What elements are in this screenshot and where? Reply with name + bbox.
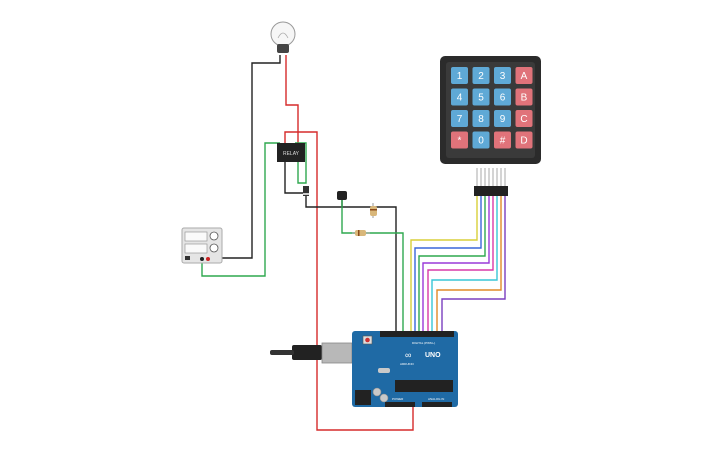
wire-keypad-5 [427, 195, 494, 336]
bulb-glass [270, 21, 296, 47]
wire-keypad-8 [441, 195, 506, 336]
relay-body [277, 143, 305, 162]
keypad-key-label: A [521, 71, 528, 82]
arduino-logo-symbol: ∞ [405, 350, 411, 360]
capacitor-1 [372, 387, 382, 397]
keypad-key-9[interactable] [494, 110, 511, 127]
keypad-key-5[interactable] [472, 88, 490, 106]
keypad-key-label: 3 [500, 71, 506, 82]
keypad-key-label: 2 [478, 71, 484, 82]
keypad-key-label: B [521, 93, 528, 104]
power-supply-knob-1[interactable] [209, 231, 219, 241]
keypad-key-7[interactable] [451, 110, 468, 127]
arduino-model-label: UNO [425, 352, 441, 359]
power-header-label: POWER [392, 397, 404, 401]
keypad-keys: 1 2 3 A 4 5 6 B 7 8 9 C * 0 # D [451, 67, 533, 149]
wire-black-bulb [208, 55, 281, 259]
relay[interactable]: RELAY [277, 143, 305, 162]
wire-keypad-6 [431, 195, 498, 336]
keypad-key-label: 8 [478, 114, 484, 125]
arduino-brand-label: ARDUINO [400, 362, 415, 366]
wire-keypad-7 [436, 195, 502, 336]
resistor-2[interactable] [352, 230, 370, 236]
keypad-key-2[interactable] [472, 67, 490, 84]
analog-header-label: ANALOG IN [428, 397, 444, 401]
keypad-key-label: 5 [478, 93, 484, 104]
wire-black-arduino [342, 206, 397, 336]
power-supply-display-2 [184, 243, 208, 254]
keypad-key-label: D [520, 136, 527, 147]
usb-connector [321, 342, 353, 364]
resistor-1-body [370, 206, 377, 216]
keypad-key-label: 0 [478, 136, 484, 147]
wire-red-bulb-relay [285, 55, 299, 143]
keypad-pins [476, 168, 506, 186]
reset-button-cap [365, 337, 370, 343]
power-supply[interactable] [181, 227, 223, 264]
transistor-body [337, 191, 347, 200]
wire-black-relay [284, 162, 343, 208]
atmega-chip [395, 380, 453, 392]
digital-header [380, 331, 454, 337]
keypad-key-D[interactable] [515, 131, 533, 149]
keypad-key-B[interactable] [515, 88, 533, 106]
keypad-key-label: 9 [500, 114, 506, 125]
diode-body [303, 186, 309, 196]
wire-keypad-1 [410, 195, 478, 336]
wire-green-resistor [341, 197, 404, 336]
bulb-filament [277, 32, 289, 39]
keypad-key-*[interactable] [451, 131, 468, 149]
power-supply-terminal-neg [200, 257, 204, 261]
wires [201, 55, 506, 431]
power-header [385, 402, 415, 407]
resistor-1-band [370, 209, 377, 211]
usb-cable-wire [270, 350, 294, 355]
keypad-key-#[interactable] [494, 131, 511, 149]
wire-keypad-3 [418, 195, 486, 336]
wire-green-relay-ps [201, 142, 280, 277]
diode-band [303, 193, 309, 195]
wire-keypad-2 [414, 195, 482, 336]
power-supply-knob-2[interactable] [209, 243, 219, 253]
keypad-key-A[interactable] [515, 67, 533, 84]
keypad-key-label: 1 [457, 71, 463, 82]
capacitor-2 [379, 393, 389, 403]
keypad-key-4[interactable] [451, 88, 468, 106]
keypad-key-0[interactable] [472, 131, 490, 149]
diode[interactable] [303, 186, 309, 196]
keypad-key-label: 6 [500, 93, 506, 104]
power-jack [355, 390, 371, 405]
keypad-inner [446, 62, 535, 158]
keypad[interactable]: 1 2 3 A 4 5 6 B 7 8 9 C * 0 # D [440, 56, 541, 196]
power-supply-display-1 [184, 231, 208, 242]
resistor-2-band [358, 230, 360, 236]
resistor-2-body [355, 230, 366, 236]
resistor-1[interactable] [370, 203, 377, 218]
digital-header-label: DIGITAL (PWM~) [412, 341, 435, 345]
wire-red-loop [284, 131, 414, 431]
keypad-key-8[interactable] [472, 110, 490, 127]
light-bulb[interactable] [270, 21, 296, 53]
wire-keypad-4 [422, 195, 490, 336]
relay-label: RELAY [283, 151, 300, 157]
keypad-key-label: 4 [457, 93, 463, 104]
keypad-key-label: * [458, 136, 462, 147]
keypad-key-label: 7 [457, 114, 463, 125]
crystal [378, 368, 390, 373]
analog-header [422, 402, 452, 407]
transistor[interactable] [337, 191, 347, 200]
keypad-key-1[interactable] [451, 67, 468, 84]
keypad-key-C[interactable] [515, 110, 533, 127]
arduino-uno[interactable]: ∞ UNO ARDUINO DIGITAL (PWM~) POWER ANALO… [270, 331, 458, 407]
keypad-key-label: # [500, 136, 506, 147]
power-supply-switch[interactable] [185, 256, 190, 260]
keypad-key-6[interactable] [494, 88, 511, 106]
usb-cable-plug [292, 345, 322, 360]
keypad-key-label: C [520, 114, 527, 125]
bulb-base [277, 44, 289, 53]
keypad-connector [474, 186, 508, 196]
keypad-key-3[interactable] [494, 67, 511, 84]
power-supply-terminal-pos [206, 257, 210, 261]
